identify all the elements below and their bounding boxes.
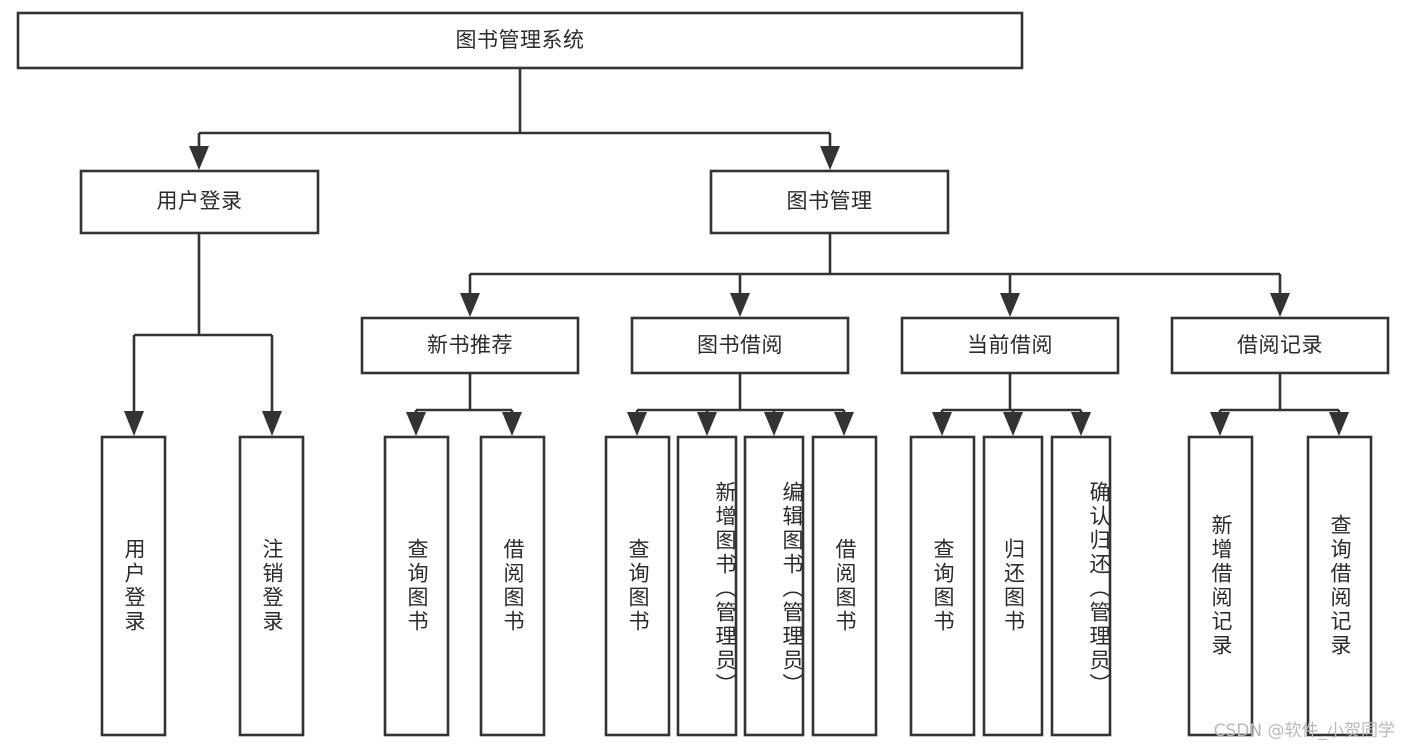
arrowhead-cb-leaf-3 bbox=[1071, 412, 1091, 436]
node-box-borrow-record[interactable] bbox=[1170, 316, 1390, 375]
arrowhead-root-to-user-login bbox=[189, 146, 209, 170]
node-box-leaf-user-login[interactable] bbox=[100, 435, 167, 737]
arrowhead-bb-leaf-1 bbox=[627, 412, 647, 436]
arrowhead-nbr-leaf-1 bbox=[406, 412, 426, 436]
arrowhead-cb-leaf-1 bbox=[932, 412, 952, 436]
arrowhead-root-to-book-management bbox=[820, 146, 840, 170]
arrowhead-bb-leaf-3 bbox=[764, 412, 784, 436]
arrowhead-bm-new-book-recommend bbox=[460, 293, 480, 317]
node-box-leaf-query-record[interactable] bbox=[1306, 435, 1373, 737]
arrowhead-br-leaf-2 bbox=[1329, 412, 1349, 436]
arrowhead-user-login-leaf-2 bbox=[262, 411, 282, 436]
arrowhead-bm-borrow-record bbox=[1270, 293, 1290, 317]
node-box-user-login[interactable] bbox=[79, 169, 320, 235]
node-box-book-management[interactable] bbox=[709, 169, 950, 235]
node-box-root[interactable] bbox=[16, 11, 1024, 70]
arrowhead-nbr-leaf-2 bbox=[502, 412, 522, 436]
node-box-leaf-query-book-1[interactable] bbox=[383, 435, 450, 737]
node-box-new-book-recommend[interactable] bbox=[360, 316, 580, 375]
node-box-leaf-confirm-return[interactable] bbox=[1050, 435, 1112, 737]
watermark-text: CSDN @软件_小贺同学 bbox=[1213, 721, 1395, 741]
arrowhead-bb-leaf-4 bbox=[834, 412, 854, 436]
arrowhead-cb-leaf-2 bbox=[1003, 412, 1023, 436]
arrowhead-user-login-leaf-1 bbox=[124, 411, 144, 436]
node-box-book-borrow[interactable] bbox=[630, 316, 850, 375]
arrowhead-bm-current-borrow bbox=[1000, 293, 1020, 317]
arrowhead-bb-leaf-2 bbox=[697, 412, 717, 436]
node-box-leaf-query-book-2[interactable] bbox=[604, 435, 671, 737]
node-box-leaf-add-book[interactable] bbox=[676, 435, 738, 737]
node-box-leaf-logout[interactable] bbox=[238, 435, 305, 737]
node-box-leaf-borrow-book-2[interactable] bbox=[811, 435, 878, 737]
node-box-leaf-return-book[interactable] bbox=[982, 435, 1044, 737]
arrowhead-br-leaf-1 bbox=[1210, 412, 1230, 436]
node-box-leaf-edit-book[interactable] bbox=[743, 435, 805, 737]
node-box-current-borrow[interactable] bbox=[900, 316, 1120, 375]
node-box-leaf-add-record[interactable] bbox=[1187, 435, 1254, 737]
node-box-leaf-borrow-book-1[interactable] bbox=[479, 435, 546, 737]
arrowhead-bm-book-borrow bbox=[730, 293, 750, 317]
node-box-leaf-query-book-3[interactable] bbox=[909, 435, 976, 737]
